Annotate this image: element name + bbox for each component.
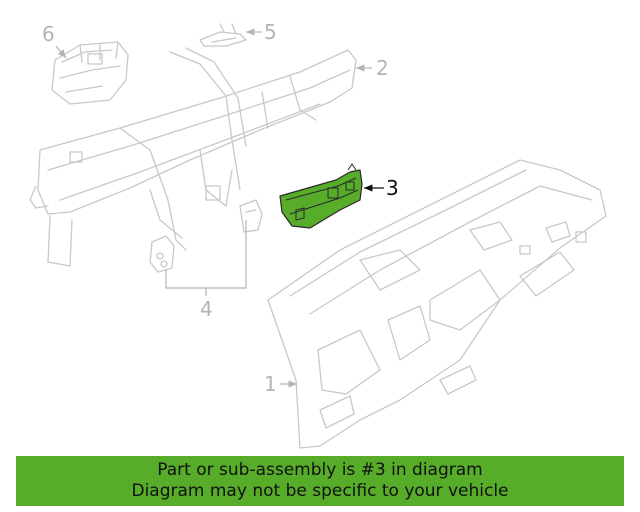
parts-diagram: 1 2 3 4 5 6 (29, 20, 607, 449)
banner-line-1: Part or sub-assembly is #3 in diagram (157, 460, 483, 480)
banner-line-2: Diagram may not be specific to your vehi… (131, 481, 509, 501)
leader-6 (55, 45, 67, 59)
part-5-bracket (199, 23, 247, 47)
callout-1: 1 (264, 372, 277, 396)
part-4-brackets (149, 199, 263, 273)
callout-4: 4 (200, 297, 213, 321)
part-info-banner: Part or sub-assembly is #3 in diagram Di… (16, 456, 624, 506)
callout-3: 3 (386, 176, 399, 200)
part-2-cross-car-beam (29, 47, 357, 267)
callout-6: 6 (42, 22, 55, 46)
part-3-bracket (279, 163, 363, 229)
callout-2: 2 (376, 56, 389, 80)
part-1-instrument-panel (267, 159, 607, 449)
leader-4 (165, 220, 247, 289)
part-6-module (51, 41, 129, 105)
callout-5: 5 (264, 20, 277, 44)
